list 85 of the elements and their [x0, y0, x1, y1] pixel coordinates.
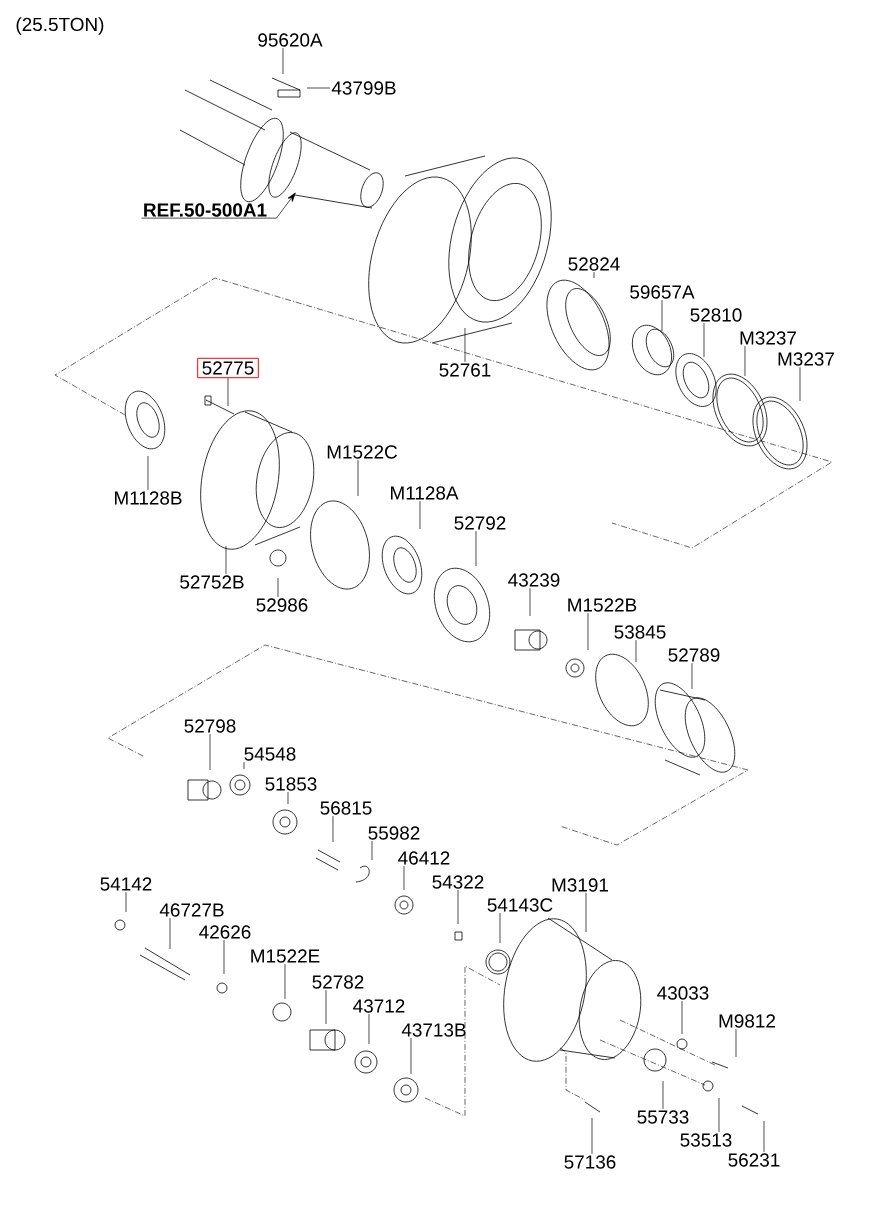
- callout-number: 52789: [668, 648, 720, 662]
- leader-line: [282, 47, 284, 75]
- reference-label: REF.50-500A1: [144, 203, 267, 217]
- leader-line: [763, 1120, 765, 1153]
- callout-number: 54548: [244, 747, 296, 761]
- callout-number: 43239: [508, 573, 560, 587]
- leader-line: [529, 587, 531, 617]
- callout-number: 52810: [690, 308, 742, 322]
- callout-number: 42626: [199, 925, 251, 939]
- callout-number: M1128A: [391, 486, 459, 500]
- leader-line: [735, 1028, 737, 1058]
- callout-number: M1522C: [327, 445, 398, 459]
- callout-number: 52761: [439, 363, 491, 377]
- callout-number: 52986: [256, 598, 308, 612]
- leader-line: [403, 865, 405, 891]
- leader-line: [593, 271, 595, 279]
- callout-number: 54143C: [487, 898, 553, 912]
- callout-number: 43712: [353, 999, 405, 1013]
- callout-number: 54322: [432, 875, 484, 889]
- leader-line: [332, 815, 334, 843]
- leader-line: [591, 1117, 593, 1155]
- callout-number: 53845: [614, 625, 666, 639]
- callout-number: M1128B: [115, 491, 182, 505]
- leader-line: [662, 1080, 664, 1110]
- leader-line: [227, 377, 229, 407]
- callout-number: M3237: [740, 331, 796, 345]
- leader-line: [718, 1097, 720, 1133]
- leader-line: [287, 791, 289, 805]
- leader-line: [284, 963, 286, 1000]
- leader-line: [209, 733, 211, 771]
- callout-number: 52798: [184, 719, 236, 733]
- callout-number: 56815: [320, 801, 372, 815]
- callout-number: M3237: [778, 352, 834, 366]
- leader-line: [475, 530, 477, 567]
- leader-line: [243, 761, 245, 770]
- leader-line: [368, 1013, 370, 1045]
- callout-number: 51853: [265, 777, 317, 791]
- leader-line: [419, 500, 421, 530]
- leader-line: [169, 917, 171, 950]
- leader-line: [371, 840, 373, 861]
- diagram-title: (25.5TON): [16, 17, 104, 35]
- leader-line: [799, 366, 801, 402]
- callout-number: M9812: [719, 1014, 775, 1028]
- callout-number: M3191: [552, 878, 608, 892]
- callout-number: 55982: [368, 826, 420, 840]
- leader-line: [357, 459, 359, 497]
- leader-line: [223, 939, 225, 975]
- leader-line: [277, 577, 279, 598]
- leader-line: [325, 989, 327, 1025]
- callout-number: 57136: [564, 1155, 616, 1169]
- callout-number: 95620A: [258, 33, 323, 47]
- callout-number: 52752B: [180, 575, 244, 589]
- leader-line: [703, 322, 705, 358]
- leader-line: [585, 892, 587, 933]
- leader-line: [681, 1000, 683, 1035]
- leader-line: [499, 912, 501, 944]
- callout-number: 43713B: [401, 1023, 466, 1037]
- leader-line: [225, 545, 227, 575]
- callout-number: 43799B: [331, 81, 396, 95]
- callout-number: M1522E: [251, 949, 320, 963]
- leader-line: [464, 327, 466, 363]
- callout-number: 53513: [680, 1133, 732, 1147]
- callout-number: 52782: [312, 975, 364, 989]
- callout-number: 52824: [568, 257, 620, 271]
- leader-line: [635, 639, 637, 663]
- leader-line: [306, 87, 331, 89]
- arrow: [141, 192, 296, 219]
- leader-line: [147, 455, 149, 491]
- callout-number: M1522B: [568, 598, 637, 612]
- leader-line: [587, 612, 589, 651]
- leader-line: [661, 299, 663, 332]
- callout-number: 54142: [100, 877, 152, 891]
- leader-line: [744, 345, 746, 377]
- leader-line: [457, 889, 459, 925]
- leader-line: [691, 662, 693, 690]
- callout-number: 59657A: [630, 285, 695, 299]
- callout-number: 46727B: [159, 903, 224, 917]
- callout-number: 43033: [657, 986, 709, 1000]
- callout-number: 56231: [728, 1153, 780, 1167]
- callout-number: 55733: [637, 1110, 689, 1124]
- highlighted-callout-number: 52775: [197, 357, 259, 379]
- leader-line: [410, 1037, 412, 1075]
- leader-line: [125, 891, 127, 913]
- callout-number: 52792: [454, 516, 506, 530]
- callout-number: 46412: [398, 851, 450, 865]
